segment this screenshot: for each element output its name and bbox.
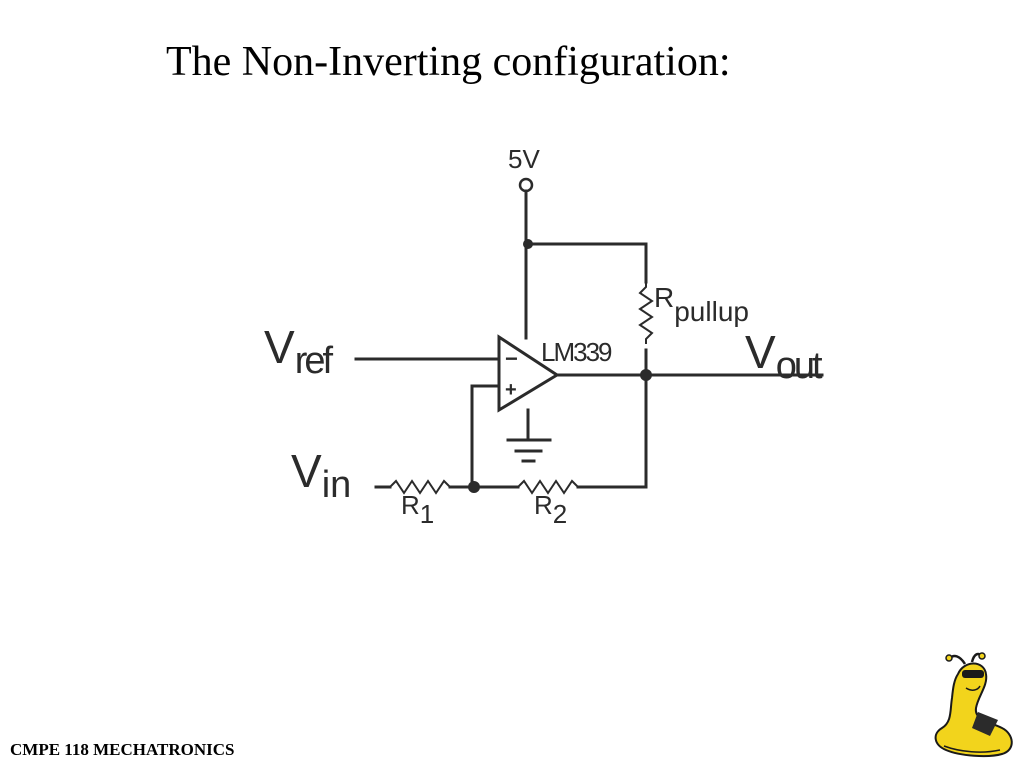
r1-label: R1 <box>401 490 434 529</box>
opamp-plus-sign: + <box>505 379 517 401</box>
footer-course-label: CMPE 118 MECHATRONICS <box>10 740 235 759</box>
vin-label: Vin <box>291 445 351 506</box>
supply-label: 5V <box>508 144 540 174</box>
opamp-part-label: LM339 <box>541 337 612 367</box>
r1-resistor <box>389 479 451 495</box>
vref-label: Vref <box>264 321 333 382</box>
output-junction-dot <box>640 369 652 381</box>
slide-title: The Non-Inverting configuration: <box>166 39 731 85</box>
plus-input-junction-dot <box>468 481 480 493</box>
plus-input-wire <box>470 384 501 489</box>
rpullup-label: Rpullup <box>654 282 749 327</box>
r2-label: R2 <box>534 490 567 529</box>
supply-terminal <box>518 177 534 193</box>
rpullup-resistor <box>638 282 654 344</box>
vout-label: Vout <box>745 326 823 387</box>
r2-resistor <box>517 479 579 495</box>
slug-mascot-icon <box>934 652 1013 758</box>
opamp-triangle <box>497 334 560 413</box>
pullup-top-wire <box>526 242 648 284</box>
opamp-minus-sign: − <box>505 346 518 371</box>
